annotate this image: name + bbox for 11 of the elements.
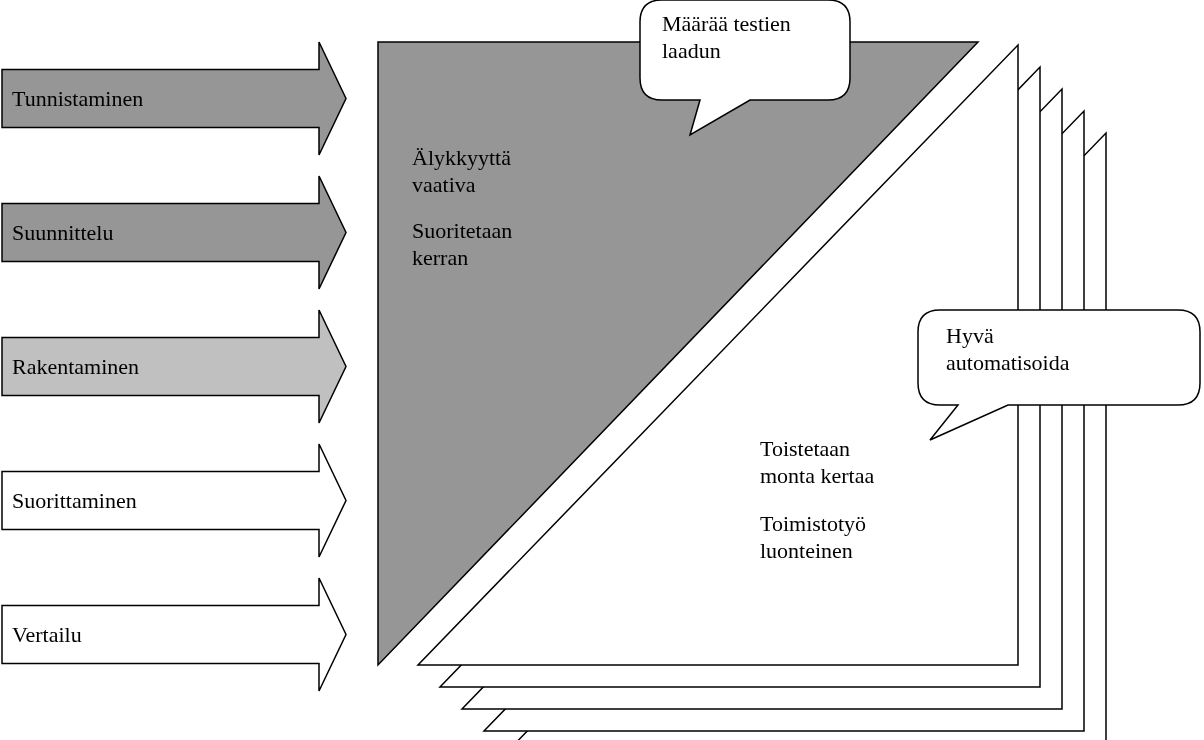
arrow-label: Suorittaminen	[12, 486, 137, 514]
shape-text: Toimistotyö luonteinen	[760, 510, 868, 564]
arrow-label: Rakentaminen	[12, 352, 140, 380]
shape-text: Toistetaan monta kertaa	[760, 435, 876, 489]
arrow-label: Vertailu	[12, 620, 82, 648]
bubble-text: Hyvä automatisoida	[946, 322, 1071, 376]
shape-text: Suoritetaan kerran	[412, 217, 514, 271]
arrow-label: Tunnistaminen	[12, 84, 144, 112]
bubble-text: Määrää testien laadun	[662, 10, 792, 64]
shape-text: Älykkyyttä vaativa	[412, 144, 512, 198]
arrow-label: Suunnittelu	[12, 218, 114, 246]
